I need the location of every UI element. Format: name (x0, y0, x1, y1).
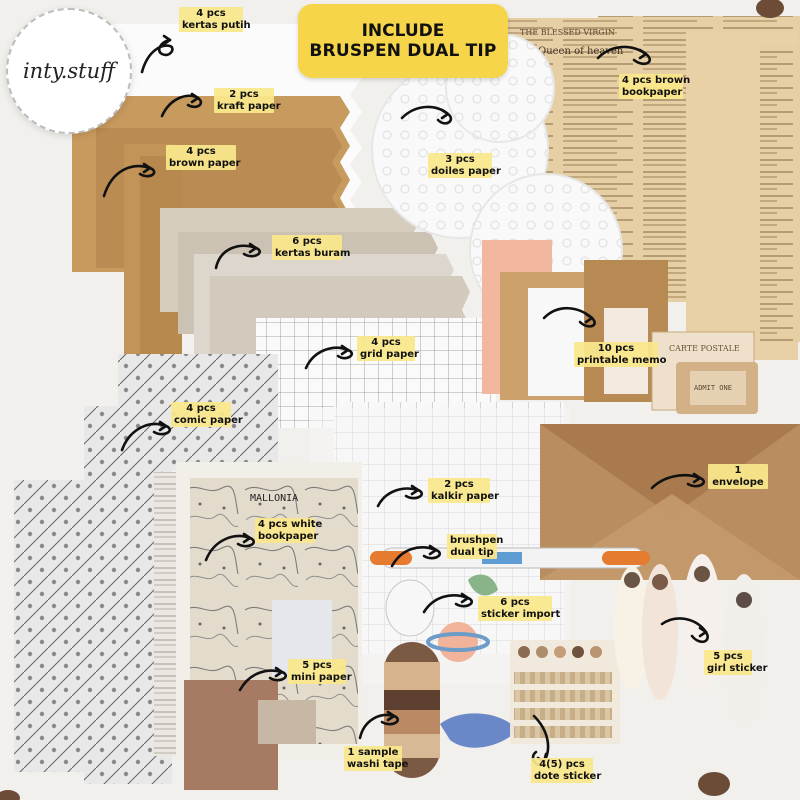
label-brown-paper-bottom: brown paper (169, 157, 241, 169)
label-kalkir-paper: 2 pcs kalkir paper (428, 478, 500, 503)
map-title: MALLONIA (250, 493, 298, 504)
girl-stickers (614, 554, 764, 726)
label-sticker-import-bottom: sticker import (481, 608, 561, 620)
sticker-cluster (385, 574, 518, 748)
label-washi-tape-bottom: washi tape (347, 758, 409, 770)
pinecone-top-right (756, 0, 784, 18)
label-brown-bookpaper: 4 pcs brown bookpaper (619, 74, 691, 99)
label-grid-paper: 4 pcs grid paper (357, 336, 419, 361)
label-kalkir-paper-top: 2 pcs (444, 479, 474, 490)
postcard-text: CARTE POSTALE (669, 344, 740, 353)
label-mini-paper: 5 pcs mini paper (288, 659, 352, 684)
label-brown-paper-top: 4 pcs (186, 146, 216, 157)
headline-banner: INCLUDE BRUSPEN DUAL TIP (298, 4, 508, 78)
label-doiles-paper-top: 3 pcs (445, 154, 475, 165)
label-envelope-bottom: envelope (712, 476, 764, 488)
label-kertas-buram-bottom: kertas buram (275, 247, 351, 259)
label-sticker-import-top: 6 pcs (500, 597, 530, 608)
label-kertas-putih: 4 pcs kertas putih (179, 7, 251, 32)
envelope-flap (540, 424, 800, 516)
label-kraft-paper-bottom: kraft paper (217, 100, 281, 112)
mini-paper-2 (258, 700, 316, 744)
label-kertas-buram: 6 pcs kertas buram (272, 235, 351, 260)
label-grid-paper-top: 4 pcs (371, 337, 401, 348)
brand-logo-text: inty.stuff (22, 59, 116, 83)
sticker-character (385, 579, 435, 637)
label-printable-memo: 10 pcs printable memo (574, 342, 667, 367)
label-dote-sticker-top: 4(5) pcs (539, 759, 585, 770)
sticker-leaf (468, 574, 498, 596)
label-grid-paper-bottom: grid paper (360, 348, 419, 360)
sticker-planet (438, 622, 478, 662)
label-comic-paper-top: 4 pcs (186, 403, 216, 414)
label-mini-paper-bottom: mini paper (291, 671, 352, 683)
label-sticker-import: 6 pcs sticker import (478, 596, 561, 621)
label-mini-paper-top: 5 pcs (302, 660, 332, 671)
label-kalkir-paper-bottom: kalkir paper (431, 490, 500, 502)
label-envelope-top: 1 (734, 465, 742, 476)
annotation-arrows (102, 34, 709, 766)
label-dote-sticker-bottom: dote sticker (534, 770, 602, 782)
label-girl-sticker-bottom: girl sticker (707, 662, 768, 674)
sticker-whale (440, 713, 518, 748)
brown-bookpaper-3 (760, 46, 800, 342)
headline-line-1: INCLUDE (361, 20, 445, 41)
brand-logo: inty.stuff (6, 8, 132, 134)
label-kertas-putih-bottom: kertas putih (182, 19, 251, 31)
label-printable-memo-top: 10 pcs (597, 343, 635, 354)
sticker-orbit (426, 632, 490, 652)
ticket-text: ADMIT ONE (694, 384, 732, 392)
label-washi-tape-top: 1 sample (347, 747, 399, 758)
ticket-inner (690, 371, 746, 405)
label-brown-paper: 4 pcs brown paper (166, 145, 241, 170)
bookpaper-header: THE BLESSED VIRGIN (520, 28, 615, 37)
label-brushpen-top: brushpen (450, 535, 504, 546)
label-washi-tape: 1 sample washi tape (344, 746, 409, 771)
label-white-bookpaper-bottom: bookpaper (258, 530, 319, 542)
comic-paper-left-2 (14, 480, 98, 772)
label-white-bookpaper: 4 pcs white bookpaper (255, 518, 323, 543)
brushpen-cap-right (602, 551, 650, 565)
label-brown-bookpaper-bottom: bookpaper (622, 86, 683, 98)
headline-line-2: BRUSPEN DUAL TIP (309, 41, 497, 61)
label-kertas-buram-top: 6 pcs (292, 236, 322, 247)
pinecone-bottom-left (0, 790, 20, 800)
label-dote-sticker: 4(5) pcs dote sticker (531, 758, 602, 783)
label-brushpen: brushpen dual tip (447, 534, 504, 559)
dot-stickers (514, 646, 612, 738)
label-brown-bookpaper-top: 4 pcs brown (622, 75, 691, 86)
label-kraft-paper-top: 2 pcs (229, 89, 259, 100)
label-kertas-putih-top: 4 pcs (196, 8, 226, 19)
label-girl-sticker-top: 5 pcs (713, 651, 743, 662)
label-brushpen-bottom: dual tip (450, 546, 494, 558)
label-doiles-paper: 3 pcs doiles paper (428, 153, 501, 178)
label-printable-memo-bottom: printable memo (577, 354, 667, 366)
label-comic-paper-bottom: comic paper (174, 414, 243, 426)
label-girl-sticker: 5 pcs girl sticker (704, 650, 768, 675)
washi-tape-band-1 (384, 662, 440, 690)
washi-tape-band-2 (384, 690, 440, 710)
label-kraft-paper: 2 pcs kraft paper (214, 88, 281, 113)
pinecone-bottom-right (698, 772, 730, 796)
label-doiles-paper-bottom: doiles paper (431, 165, 501, 177)
label-envelope: 1 envelope (708, 464, 768, 489)
bookpaper-subheader: Queen of heaven (538, 46, 624, 57)
label-comic-paper: 4 pcs comic paper (171, 402, 243, 427)
label-white-bookpaper-top: 4 pcs white (258, 519, 323, 530)
